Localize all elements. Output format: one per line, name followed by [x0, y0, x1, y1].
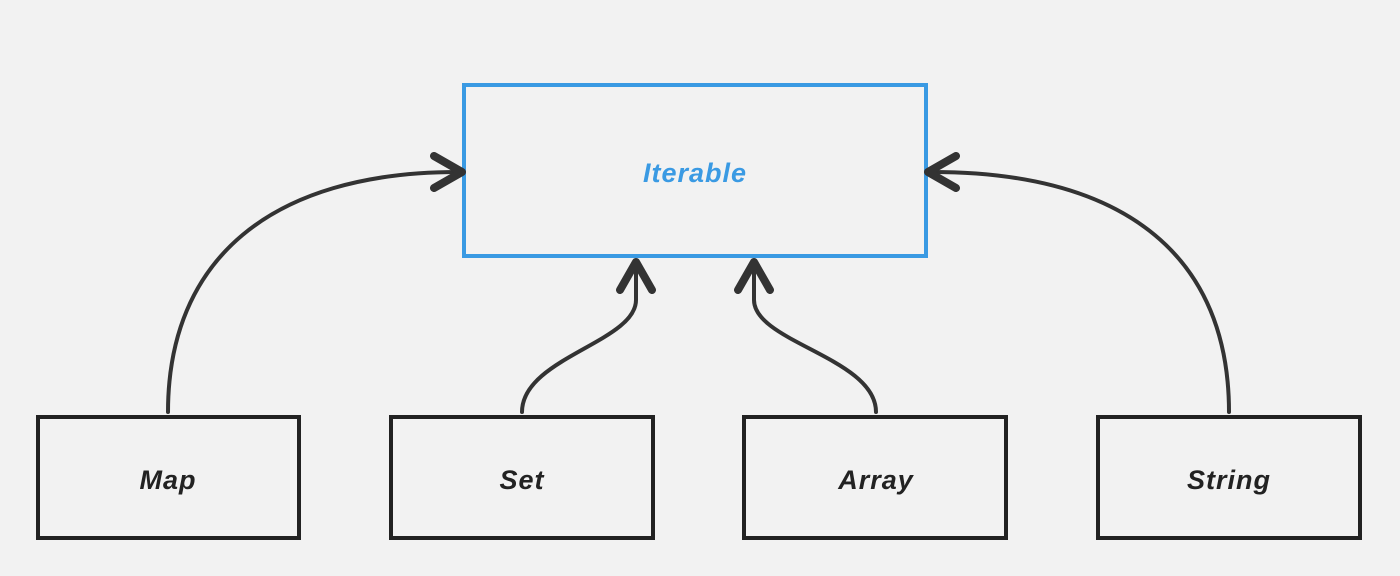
node-iterable[interactable]: Iterable — [462, 83, 928, 258]
node-set-label: Set — [499, 465, 544, 495]
node-iterable-label: Iterable — [643, 158, 747, 188]
node-string[interactable]: String — [1096, 415, 1362, 540]
edge-map-to-iterable — [166, 152, 466, 414]
node-set[interactable]: Set — [389, 415, 655, 540]
node-array-label: Array — [837, 465, 915, 495]
node-map-box — [36, 415, 301, 540]
node-map-label: Map — [140, 465, 197, 495]
node-string-box — [1096, 415, 1362, 540]
node-array-box — [742, 415, 1008, 540]
node-set-box — [389, 415, 655, 540]
edge-array-to-iterable — [734, 258, 878, 414]
node-array[interactable]: Array — [742, 415, 1008, 540]
edge-set-to-iterable — [520, 258, 656, 414]
node-map[interactable]: Map — [36, 415, 301, 540]
node-string-label: String — [1187, 465, 1271, 495]
edge-string-to-iterable — [924, 152, 1231, 414]
